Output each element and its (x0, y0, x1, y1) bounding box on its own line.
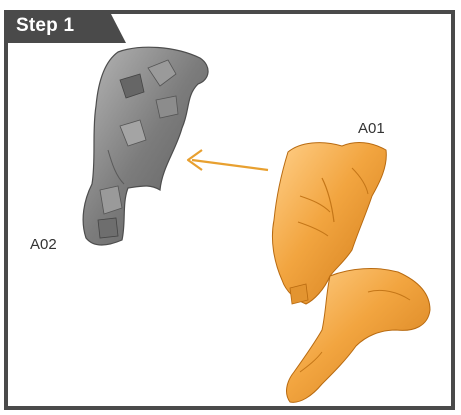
part-label-a02: A02 (30, 236, 57, 253)
part-label-a01: A01 (358, 120, 385, 137)
assembly-arrow (188, 150, 268, 170)
part-a01-piece (272, 143, 430, 403)
part-a02-piece (83, 47, 208, 245)
